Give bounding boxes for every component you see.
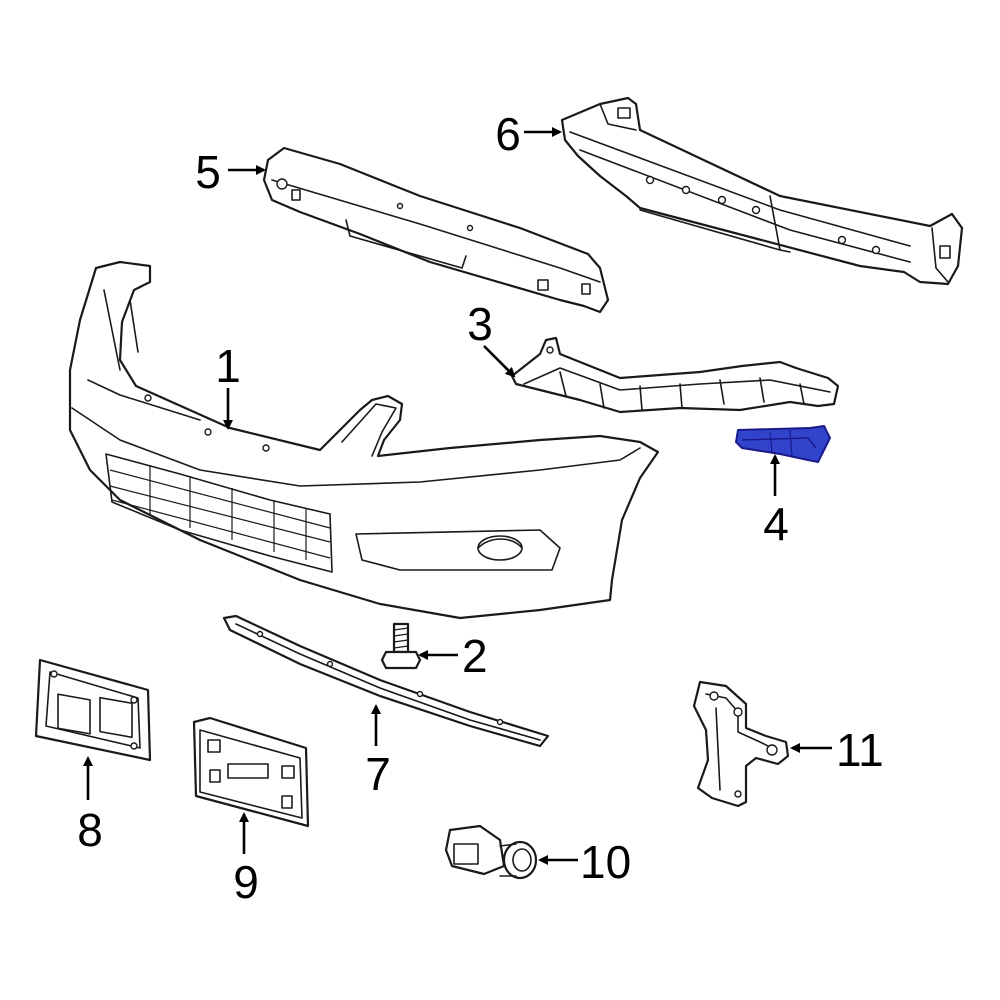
callout-3-label: 3 bbox=[467, 298, 493, 350]
part-3-side-bracket[interactable] bbox=[510, 336, 840, 414]
part-11-side-spacer[interactable] bbox=[692, 680, 790, 808]
part-6-bumper-reinforcement[interactable] bbox=[560, 96, 964, 286]
callout-labels: 1 2 3 4 5 6 7 8 9 10 11 bbox=[77, 108, 884, 908]
callout-8-label: 8 bbox=[77, 804, 103, 856]
callout-6-label: 6 bbox=[495, 108, 521, 160]
callout-10-label: 10 bbox=[580, 836, 631, 888]
part-5-energy-absorber[interactable] bbox=[262, 146, 610, 314]
part-10-parking-sensor[interactable] bbox=[444, 824, 538, 880]
callout-leaders bbox=[83, 127, 832, 865]
part-9-license-bracket[interactable] bbox=[192, 716, 310, 828]
part-8-license-backing[interactable] bbox=[34, 658, 152, 762]
callout-2-label: 2 bbox=[462, 630, 488, 682]
callout-11-label: 11 bbox=[836, 724, 884, 776]
callout-1-label: 1 bbox=[215, 340, 241, 392]
callout-9-label: 9 bbox=[233, 856, 259, 908]
callout-5-label: 5 bbox=[195, 146, 221, 198]
part-7-lower-molding[interactable] bbox=[222, 614, 550, 748]
callout-4-label: 4 bbox=[763, 498, 789, 550]
leader-3 bbox=[483, 345, 516, 378]
part-2-bolt[interactable] bbox=[380, 622, 422, 670]
part-1-bumper-cover[interactable] bbox=[68, 260, 660, 620]
part-4-bracket-highlighted[interactable] bbox=[735, 425, 831, 463]
callout-7-label: 7 bbox=[365, 748, 391, 800]
